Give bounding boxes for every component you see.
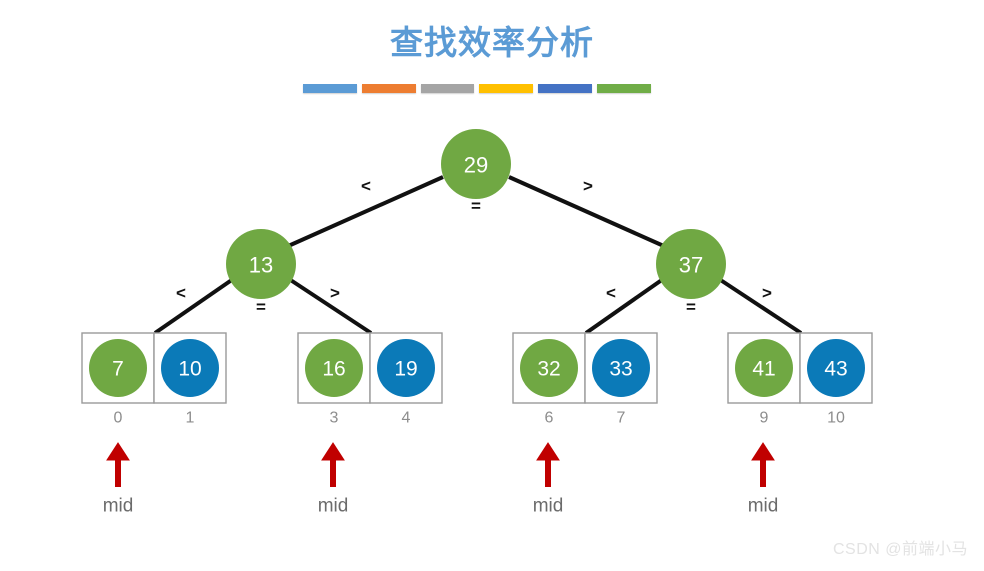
comparison-label-7: = [686,298,696,317]
mid-arrow-head-2 [536,442,560,461]
comparison-label-3: < [176,284,186,303]
array-cell-value-0: 7 [112,358,124,381]
tree-node-label-13: 13 [249,253,273,278]
bar-blue [538,84,593,93]
tree-edge-n37-cell10 [714,275,803,335]
array-cells-group: 7 0 10 1 16 3 19 4 32 6 33 7 41 9 43 10 [81,332,873,427]
tree-node-13 [226,229,296,299]
mid-pointer-label-2: mid [533,496,564,517]
tree-edge-n13-cell4 [284,275,373,335]
tree-edge-n13-cell1 [153,275,238,335]
array-cell-circle-7 [592,339,650,397]
comparison-label-5: > [330,284,340,303]
array-cell-value-7: 33 [609,358,632,381]
array-index-label-10: 10 [827,410,845,427]
tree-node-label-29: 29 [464,153,488,178]
array-cell-circle-1 [161,339,219,397]
array-cell-value-6: 32 [537,358,560,381]
array-cell-circle-3 [305,339,363,397]
comparison-labels-group: < = > < = > < = > [176,177,772,317]
bar-green [597,84,651,93]
array-index-label-6: 6 [545,410,554,427]
array-index-label-9: 9 [760,410,769,427]
array-cell-value-3: 16 [322,358,345,381]
comparison-label-6: < [606,284,616,303]
tree-node-37 [656,229,726,299]
array-index-label-4: 4 [402,410,411,427]
array-cell-value-1: 10 [178,358,201,381]
tree-node-label-37: 37 [679,253,703,278]
mid-arrow-head-3 [751,442,775,461]
bar-orange [361,84,416,93]
tree-nodes-group: 29 13 37 [226,129,726,299]
page-title: 查找效率分析 [390,24,594,61]
array-cell-circle-6 [520,339,578,397]
array-index-label-7: 7 [617,410,626,427]
bar-gray [420,84,475,93]
mid-arrow-head-0 [106,442,130,461]
array-index-label-3: 3 [330,410,339,427]
array-cell-circle-10 [807,339,865,397]
comparison-label-1: = [471,197,481,216]
tree-edge-n29-n37 [508,175,667,249]
mid-arrow-head-1 [321,442,345,461]
array-index-label-1: 1 [186,410,195,427]
comparison-label-2: > [583,177,593,196]
array-cell-circle-9 [735,339,793,397]
array-cell-circle-0 [89,339,147,397]
array-cell-circle-4 [377,339,435,397]
mid-pointer-label-0: mid [103,496,134,517]
tree-edges-group [153,175,803,335]
watermark: CSDN @前端小马 [832,541,968,558]
mid-pointer-label-3: mid [748,496,779,517]
bar-yellow [479,84,534,93]
array-cell-value-9: 41 [752,358,775,381]
mid-pointers-group: mid mid mid mid [103,442,779,517]
comparison-label-4: = [256,298,266,317]
comparison-label-0: < [361,177,371,196]
array-cell-value-4: 19 [394,358,417,381]
decorative-bar-strip [303,84,651,93]
array-index-label-0: 0 [114,410,123,427]
tree-edge-n37-cell7 [584,275,668,335]
comparison-label-8: > [762,284,772,303]
bar-light-blue [303,84,357,93]
mid-pointer-label-1: mid [318,496,349,517]
tree-node-29 [441,129,511,199]
tree-edge-n29-n13 [285,175,444,249]
array-cell-value-10: 43 [824,358,847,381]
